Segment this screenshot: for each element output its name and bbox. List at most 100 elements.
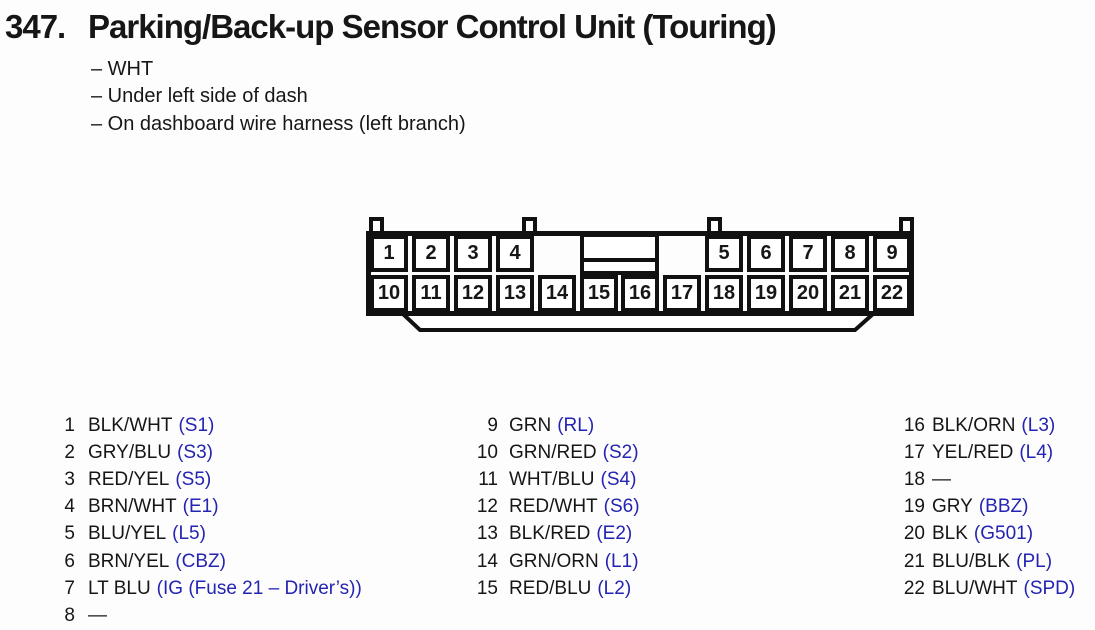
- section-number: 347.: [5, 8, 66, 45]
- circuit-code: (CBZ): [175, 550, 226, 572]
- connector-pin-10: 10: [370, 275, 408, 312]
- wire-color: RED/YEL: [88, 468, 170, 490]
- pin-row-20: 20 BLK(G501): [893, 521, 1075, 548]
- connector-pin-5: 5: [705, 235, 743, 272]
- connector-pin-20: 20: [789, 275, 827, 312]
- connector-pin-16: 16: [621, 275, 659, 312]
- circuit-code: (L3): [1021, 414, 1056, 436]
- circuit-code: (BBZ): [978, 496, 1029, 518]
- pin-number: 18: [903, 468, 925, 490]
- wire-color: LT BLU: [88, 577, 151, 599]
- connector-pin-19: 19: [747, 275, 785, 312]
- wire-color: BLK/WHT: [88, 414, 173, 436]
- connector-pin-18: 18: [705, 275, 743, 312]
- pin-number: 1: [64, 414, 75, 436]
- connector-pin-17: 17: [663, 275, 701, 312]
- page-title: Parking/Back-up Sensor Control Unit (Tou…: [88, 8, 777, 45]
- connector-diagram: 1 2 3 4 5 6 7 8 9 10 11 12 13 14 15 16 1…: [366, 215, 916, 355]
- connector-pin-2: 2: [412, 235, 450, 272]
- pin-number: 14: [476, 550, 498, 572]
- pin-row-8: 8—: [55, 602, 362, 629]
- note-harness: – On dashboard wire harness (left branch…: [91, 112, 466, 135]
- note-connector-color: – WHT: [91, 58, 154, 80]
- wire-color: BLU/YEL: [88, 523, 167, 545]
- wire-color: YEL/RED: [932, 441, 1014, 463]
- connector-pin-4: 4: [496, 235, 534, 272]
- wire-color: WHT/BLU: [509, 468, 595, 490]
- connector-pin-15: 15: [580, 275, 618, 312]
- connector-pin-7: 7: [789, 235, 827, 272]
- keyway-divider-line: [584, 258, 655, 262]
- pin-row-13: 13 BLK/RED(E2): [470, 521, 640, 548]
- wire-color: BLK/ORN: [932, 414, 1016, 436]
- wire-color: BLU/BLK: [932, 550, 1011, 572]
- pin-number: 17: [903, 441, 925, 463]
- circuit-code: (S4): [600, 468, 637, 490]
- circuit-code: (G501): [973, 523, 1034, 545]
- pin-number: 12: [476, 496, 498, 518]
- connector-keyway: [580, 233, 659, 275]
- pin-number: 13: [476, 523, 498, 545]
- circuit-code: (PL): [1016, 550, 1053, 572]
- connector-pin-3: 3: [454, 235, 492, 272]
- header-notes: – WHT – Under left side of dash – On das…: [91, 56, 466, 138]
- wire-color: BLU/WHT: [932, 577, 1018, 599]
- pin-row-21: 21 BLU/BLK(PL): [893, 548, 1075, 575]
- circuit-code: (S1): [178, 414, 215, 436]
- wire-color: RED/BLU: [509, 577, 592, 599]
- circuit-code: (S3): [177, 441, 213, 463]
- wire-color: BLK/RED: [509, 523, 591, 545]
- circuit-code: (L5): [172, 523, 206, 545]
- note-location: – Under left side of dash: [91, 85, 308, 108]
- pin-row-7: 7 LT BLU(IG (Fuse 21 – Driver’s)): [55, 575, 362, 602]
- pin-row-14: 14 GRN/ORN(L1): [470, 548, 640, 575]
- connector-pin-14: 14: [538, 275, 576, 312]
- circuit-code: (E2): [596, 523, 633, 545]
- connector-pin-9: 9: [873, 235, 911, 272]
- wire-color: BLK: [932, 523, 968, 545]
- pin-number: 2: [64, 441, 75, 463]
- circuit-code: (S2): [602, 441, 639, 463]
- connector-pin-11: 11: [412, 275, 450, 312]
- wire-color: GRN/ORN: [509, 550, 599, 572]
- pin-number: 5: [64, 523, 75, 545]
- wire-color: GRN: [509, 414, 552, 436]
- connector-pin-1: 1: [370, 235, 408, 272]
- circuit-code: (RL): [557, 414, 595, 436]
- pin-number: 21: [903, 550, 925, 572]
- pin-row-12: 12 RED/WHT(S6): [470, 494, 640, 521]
- pin-row-17: 17 YEL/RED(L4): [893, 439, 1075, 466]
- wire-color: —: [88, 604, 107, 626]
- pin-number: 20: [903, 523, 925, 545]
- circuit-code: (L1): [604, 550, 639, 572]
- pin-number: 19: [903, 496, 925, 518]
- wire-color: BRN/WHT: [88, 496, 177, 518]
- pin-row-19: 19 GRY(BBZ): [893, 494, 1075, 521]
- wire-color: GRY: [932, 496, 973, 518]
- circuit-code: (S5): [175, 468, 212, 490]
- connector-pin-21: 21: [831, 275, 869, 312]
- pin-number: 7: [64, 577, 75, 599]
- connector-pin-22: 22: [873, 275, 911, 312]
- circuit-code: (L4): [1019, 441, 1054, 463]
- pin-row-1: 1 BLK/WHT(S1): [55, 412, 362, 439]
- circuit-code: (S6): [603, 496, 640, 518]
- connector-pin-8: 8: [831, 235, 869, 272]
- connector-pin-13: 13: [496, 275, 534, 312]
- circuit-code: (IG (Fuse 21 – Driver’s)): [156, 577, 362, 599]
- pin-number: 6: [64, 550, 75, 572]
- wire-color: RED/WHT: [509, 496, 598, 518]
- wire-color: GRN/RED: [509, 441, 597, 463]
- circuit-code: (L2): [597, 577, 632, 599]
